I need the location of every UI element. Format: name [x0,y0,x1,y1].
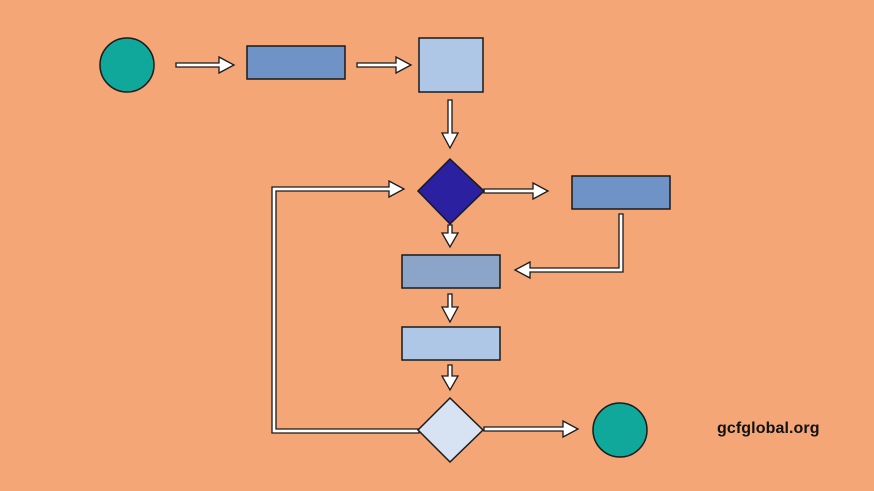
arrow-decision-2-loop-to-decision-1 [271,179,420,434]
process-node-side [571,175,671,210]
process-node-4 [401,326,501,361]
arrow-process-2-to-decision-1 [440,99,460,150]
arrow-start-to-process-1 [175,55,236,75]
arrow-process-4-to-decision-2 [440,364,460,392]
arrow-decision-1-to-process-side [483,181,550,201]
connectors [175,55,624,439]
process-node-3 [401,254,501,289]
arrow-process-3-to-process-4 [440,293,460,324]
arrow-decision-1-to-process-3 [440,224,460,249]
decision-node-2 [416,396,485,464]
watermark-text: gcfglobal.org [717,420,820,437]
nodes [99,37,671,464]
arrow-process-side-to-process-3 [513,213,624,280]
decision-node-1 [416,157,486,226]
process-node-1 [246,45,346,80]
start-node [99,37,155,93]
arrow-process-1-to-process-2 [356,55,413,75]
arrow-decision-2-to-end [483,419,580,439]
end-node [592,402,648,458]
process-node-2 [418,37,484,93]
